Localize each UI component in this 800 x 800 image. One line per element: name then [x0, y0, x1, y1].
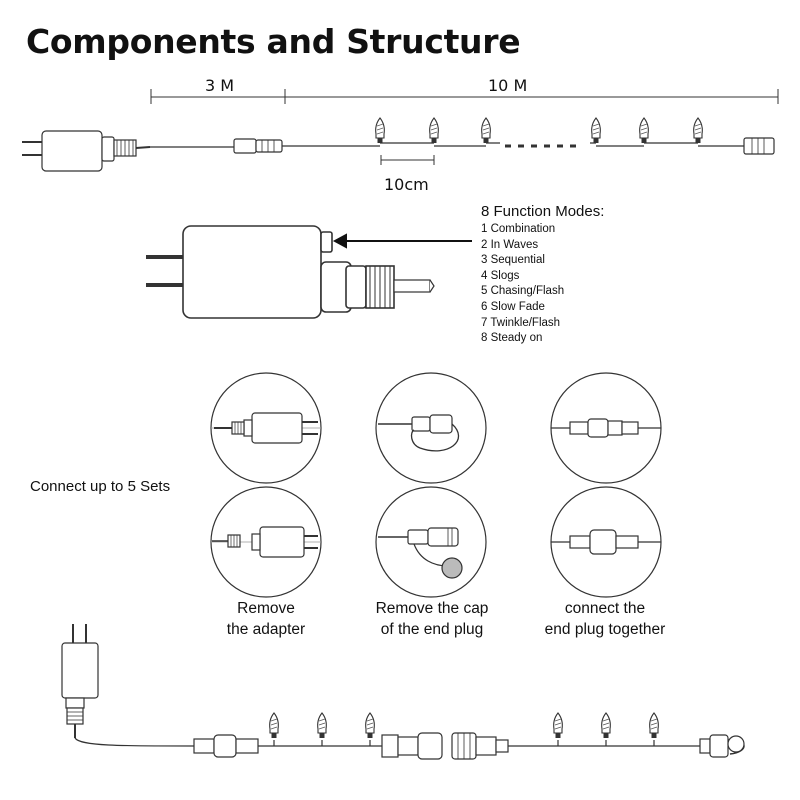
- caption-line: the adapter: [226, 621, 306, 638]
- function-modes-list: 1 Combination 2 In Waves 3 Sequential 4 …: [481, 222, 564, 347]
- bulb-icon: [375, 117, 385, 144]
- mode-item: 8 Steady on: [481, 332, 543, 345]
- bulb-icon: [639, 117, 649, 144]
- arrow-icon: [332, 233, 472, 249]
- caption-line: end plug together: [544, 621, 666, 638]
- caption-line: connect the: [564, 600, 646, 617]
- step-caption-remove-adapter: Remove the adapter: [176, 598, 356, 640]
- mode-button: [320, 231, 333, 253]
- step-caption-remove-cap: Remove the cap of the end plug: [342, 598, 522, 640]
- connector-icon: [193, 734, 259, 758]
- end-plug-with-cap-icon: [699, 734, 745, 758]
- mode-item: 7 Twinkle/Flash: [481, 316, 561, 329]
- mode-item: 6 Slow Fade: [481, 300, 545, 313]
- bulb-icon: [553, 712, 563, 739]
- function-modes-title: 8 Function Modes:: [481, 203, 605, 220]
- step-circle-two-plugs-joined: [550, 372, 662, 484]
- mode-item: 2 In Waves: [481, 238, 539, 251]
- bulb-icon: [693, 117, 703, 144]
- end-plug-icon: [381, 732, 443, 760]
- mode-item: 5 Chasing/Flash: [481, 285, 565, 298]
- controller-adapter-icon: [146, 225, 435, 319]
- light-string-overview: [22, 117, 775, 172]
- connector-icon: [233, 138, 283, 154]
- page-title: Components and Structure: [26, 22, 521, 61]
- connected-sets-diagram: [61, 624, 745, 760]
- bulb-icon: [591, 117, 601, 144]
- mode-item: 3 Sequential: [481, 254, 545, 267]
- end-plug-icon: [743, 137, 775, 155]
- step-circle-cap-removed: [375, 486, 487, 598]
- bulb-icon: [269, 712, 279, 739]
- bulb-spacing-label: 10cm: [384, 175, 429, 194]
- mode-item: 1 Combination: [481, 223, 556, 235]
- adapter-icon: [61, 624, 99, 738]
- caption-line: Remove: [237, 600, 295, 617]
- bulb-icon: [481, 117, 491, 144]
- lead-cable-length-label: 3 M: [205, 76, 235, 95]
- mode-item: 4 Slogs: [481, 269, 520, 282]
- bulb-icon: [649, 712, 659, 739]
- step-caption-connect-plugs: connect the end plug together: [515, 598, 695, 640]
- connect-sets-label: Connect up to 5 Sets: [30, 478, 171, 495]
- start-plug-icon: [451, 732, 509, 760]
- bulb-icon: [601, 712, 611, 739]
- bulb-icon: [365, 712, 375, 739]
- step-circle-adapter-removed: [210, 486, 322, 598]
- adapter-icon: [22, 130, 151, 172]
- bulb-icon: [317, 712, 327, 739]
- dimension-lines: [150, 89, 779, 165]
- caption-line: of the end plug: [380, 621, 484, 638]
- caption-line: Remove the cap: [375, 600, 489, 617]
- step-circle-plugs-connected: [550, 486, 662, 598]
- light-string-length-label: 10 M: [488, 76, 528, 95]
- step-circle-end-plug-capped: [375, 372, 487, 484]
- bulb-icon: [429, 117, 439, 144]
- step-circle-adapter-with-plug: [210, 372, 322, 484]
